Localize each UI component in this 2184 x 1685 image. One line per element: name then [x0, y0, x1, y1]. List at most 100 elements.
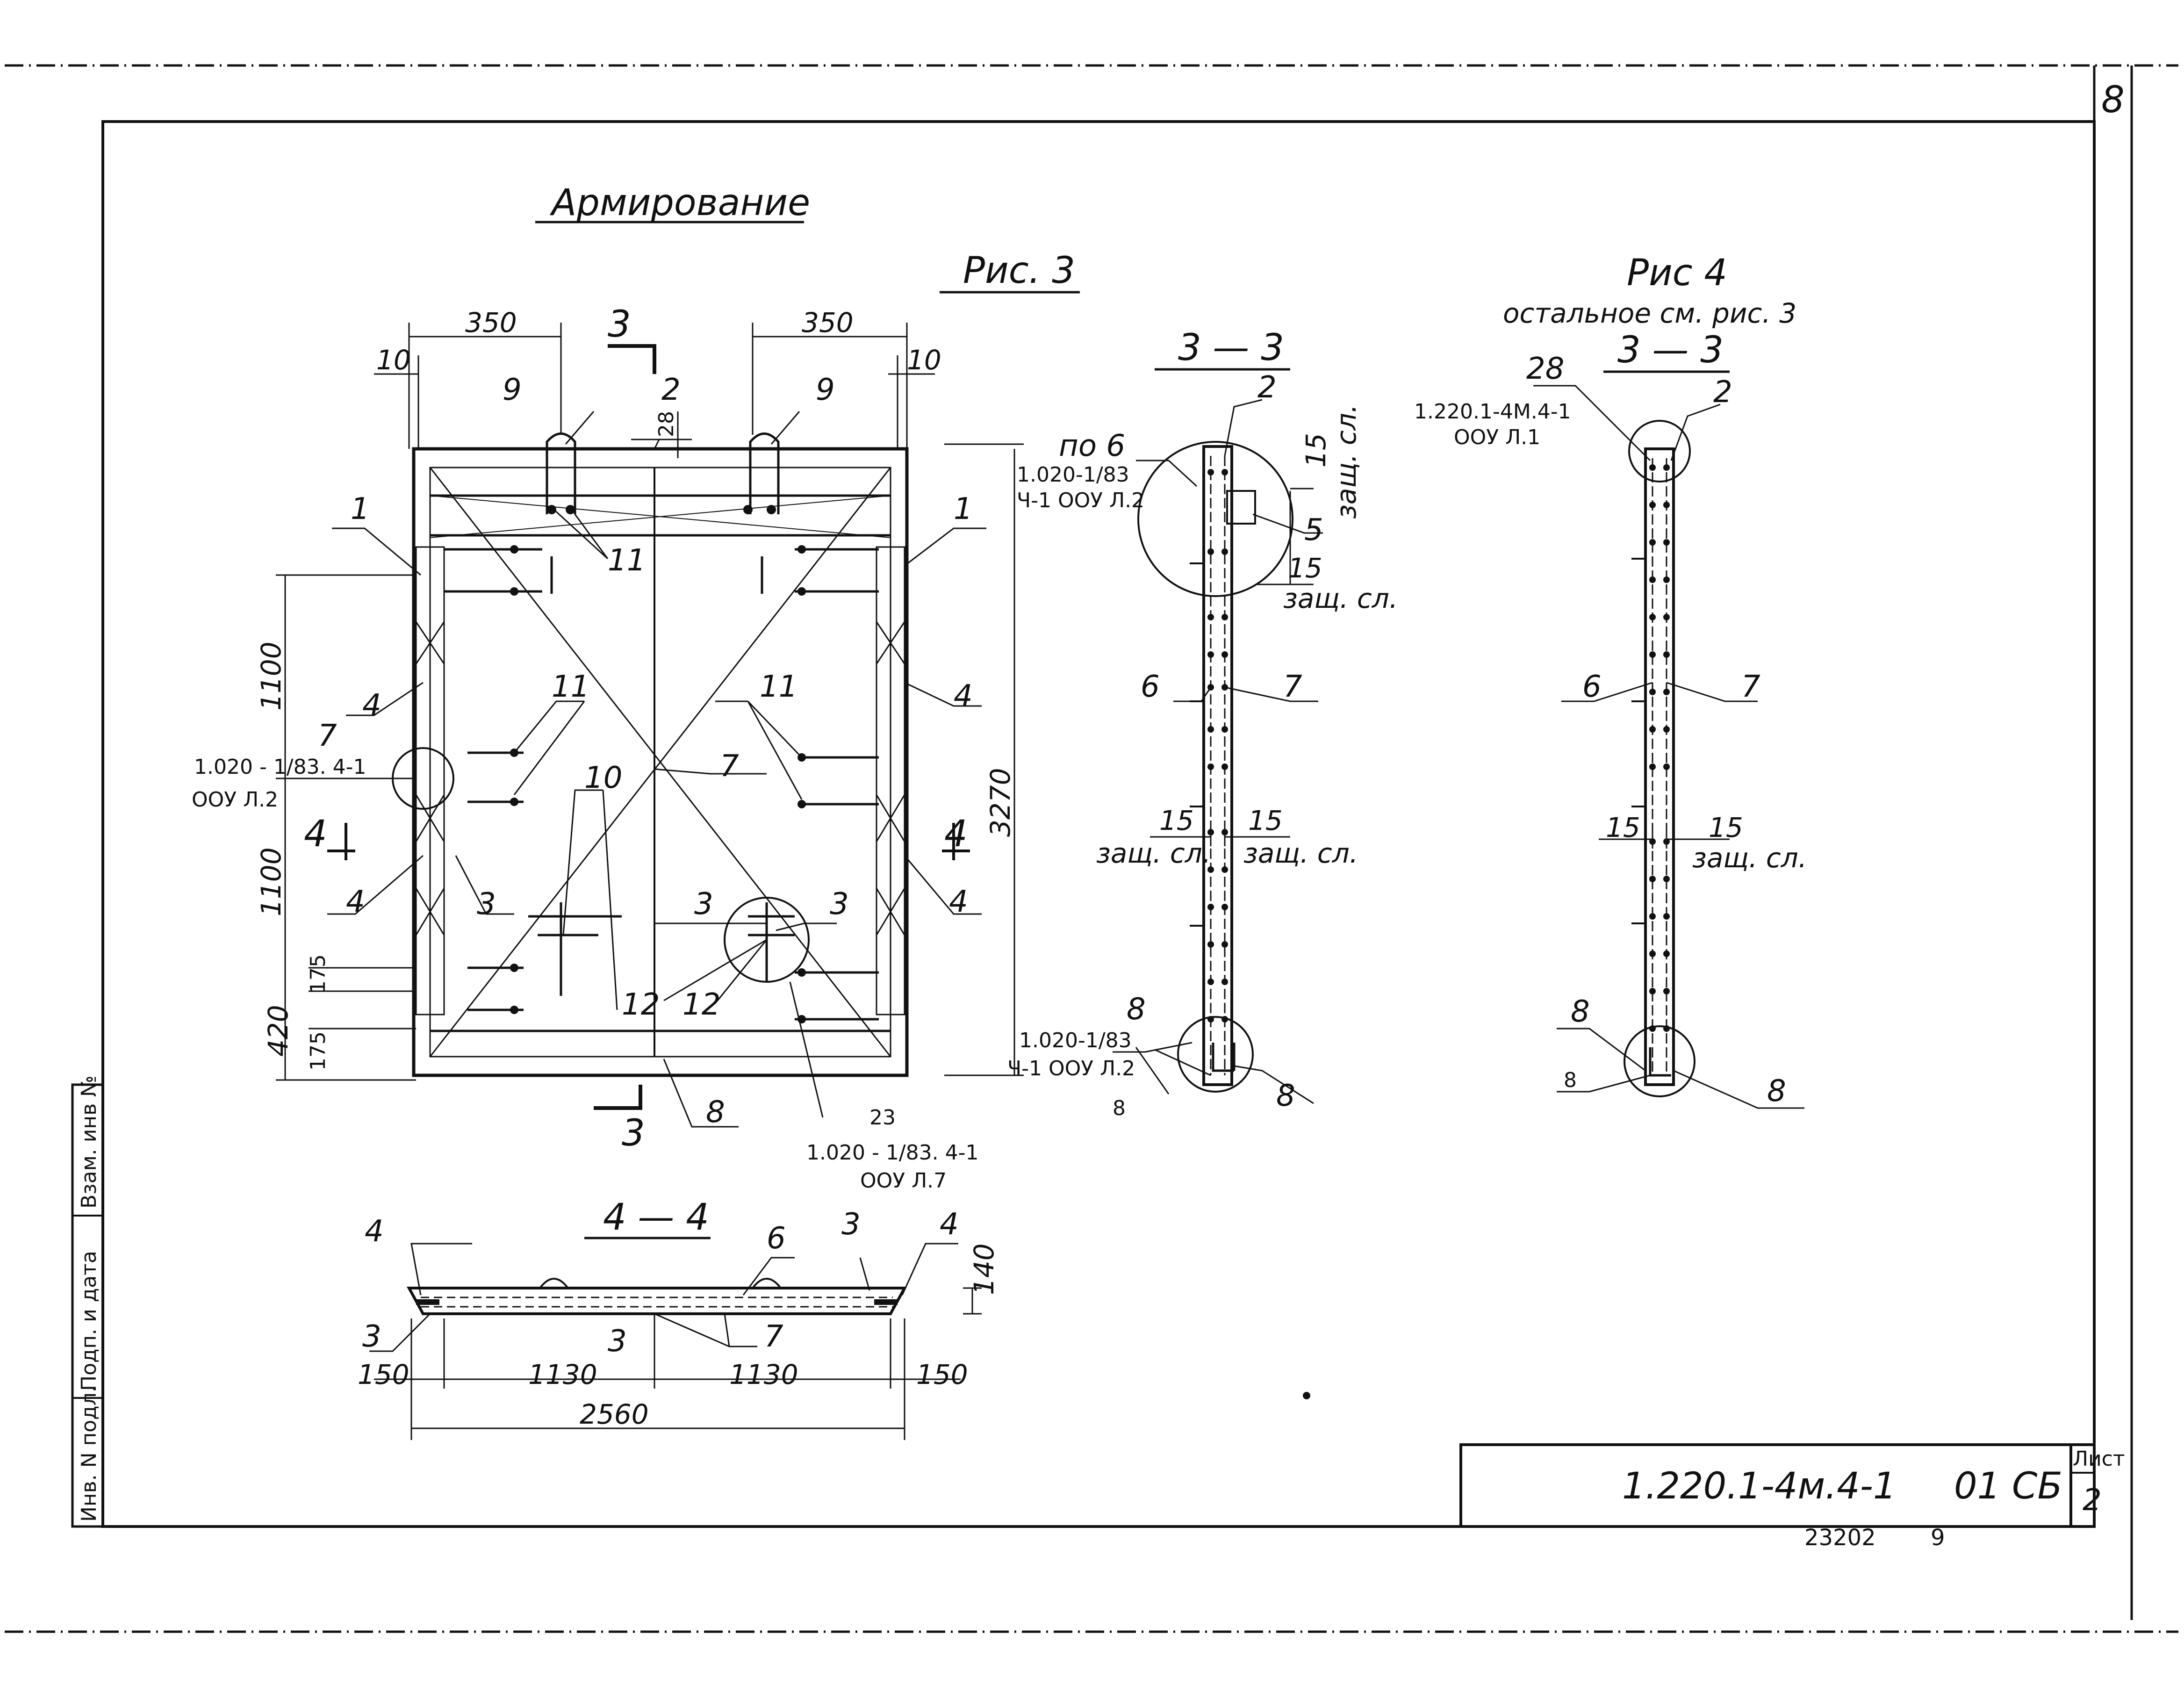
sec44-dim-150-right: 150 — [916, 1359, 968, 1390]
fig3-mark-2: 2 — [661, 373, 681, 407]
fig3-mark-3-c2: 3 — [830, 887, 849, 922]
sec33-dim-15-left: 15 — [1159, 805, 1194, 836]
fig3-mark-10: 10 — [584, 761, 622, 795]
corner-sheet-number: 8 — [2101, 79, 2125, 121]
side-stamp-inv-podl: Инв. N подл. — [77, 1386, 101, 1522]
fig3-mark-12-right: 12 — [682, 987, 720, 1022]
sec44-dim-2560: 2560 — [580, 1398, 649, 1430]
sheet-frame — [5, 64, 2178, 1633]
fig3-mark-4-c: 4 — [346, 885, 365, 919]
fig3-mark-9-left: 9 — [503, 373, 522, 407]
fig4-ref-a: 1.220.1-4М.4-1 — [1414, 400, 1571, 424]
fig3-ref-bottom-a: 1.020 - 1/83. 4-1 — [806, 1141, 978, 1165]
fig4-mark-2: 2 — [1713, 375, 1732, 410]
fig3-dim-420: 420 — [262, 1005, 294, 1057]
sec33-dim-15-mid: 15 — [1288, 552, 1322, 584]
fig4-ref-b: ООУ Л.1 — [1454, 425, 1540, 449]
sec33-cover-left: защ. сл. — [1096, 837, 1211, 869]
fig3-ref-bottom-b: ООУ Л.7 — [860, 1169, 947, 1193]
side-stamp-vzam-inv: Взам. инв № — [77, 1075, 101, 1209]
sec33-dim-15-right: 15 — [1248, 805, 1283, 836]
fig3-mark-7-center: 7 — [720, 749, 739, 784]
sheet-title: Армирование — [549, 182, 810, 224]
fig3-ref-left-a: 1.020 - 1/83. 4-1 — [194, 755, 366, 779]
fig3-mark-1-right: 1 — [954, 492, 973, 526]
fig3-mark-4-b: 4 — [954, 679, 973, 713]
title-block-doc: 01 СБ — [1954, 1465, 2062, 1507]
sec33-drawing — [1113, 399, 1323, 1104]
fig3-mark-8: 8 — [706, 1095, 725, 1130]
fig4-mark-7: 7 — [1741, 670, 1760, 704]
fig3-mark-4-a: 4 — [362, 688, 381, 723]
fig4-section-caption: 3 — 3 — [1617, 329, 1724, 371]
fig4-drawing — [1533, 385, 1804, 1109]
sec44-mark-3-left: 3 — [362, 1319, 381, 1354]
sec44-mark-7: 7 — [764, 1319, 783, 1354]
fig3-dim-28: 28 — [654, 411, 678, 437]
sec33-mark-2: 2 — [1257, 370, 1277, 405]
archive-suffix: 9 — [1931, 1525, 1945, 1551]
sec44-dim-150-left: 150 — [358, 1359, 410, 1390]
fig3-section-3-top: 3 — [608, 303, 631, 346]
sec33-mark-8-left: 8 — [1113, 1096, 1126, 1120]
fig4-dim-15-right: 15 — [1709, 812, 1743, 843]
sec33-caption: 3 — 3 — [1178, 327, 1284, 369]
fig3-mark-7-left: 7 — [318, 719, 337, 753]
fig4-mark-8-c: 8 — [1767, 1074, 1786, 1109]
sec44-drawing — [369, 1243, 982, 1440]
sec44-dim-1130-right: 1130 — [729, 1359, 798, 1390]
fig3-mark-4-d: 4 — [949, 885, 968, 919]
fig3-dim-h2: 1100 — [255, 847, 287, 916]
sec33-texts: 3 — 3 2 15 защ. сл. по 6 1.020-1/83 Ч-1 … — [1007, 327, 1398, 1120]
sec33-mark-6: 6 — [1141, 670, 1160, 704]
title-block — [1459, 1443, 2096, 1528]
fig3-mark-11-top: 11 — [608, 543, 646, 578]
sec33-dim-15-top: 15 — [1300, 433, 1332, 468]
fig4-cover-right: защ. сл. — [1692, 842, 1807, 874]
title-block-sheet-label: Лист — [2073, 1447, 2125, 1471]
sec33-mark-5: 5 — [1304, 513, 1323, 547]
fig3-mark-9-right: 9 — [816, 373, 835, 407]
sec44-mark-6: 6 — [767, 1221, 786, 1256]
sec33-mark-8-right: 8 — [1276, 1079, 1295, 1113]
fig3-dim-h-total: 3270 — [984, 768, 1016, 837]
side-stamp-podp-data: Подп. и дата — [77, 1251, 101, 1391]
fig3-section-4-left: 4 — [304, 813, 327, 855]
fig4-mark-8-a: 8 — [1571, 994, 1590, 1029]
sec44-mark-3-top: 3 — [841, 1207, 861, 1242]
fig3-dim-175b: 175 — [306, 1031, 330, 1071]
fig3-mark-11-right: 11 — [760, 670, 797, 704]
fig4-mark-6: 6 — [1582, 670, 1602, 704]
fig3-dim-edge-right: 10 — [907, 344, 941, 376]
fig3-dim-175a: 175 — [306, 954, 330, 994]
fig3-dim-w-right: 350 — [802, 307, 854, 338]
fig4-caption: Рис 4 — [1627, 252, 1727, 294]
title-block-designation: 1.220.1-4м.4-1 — [1622, 1465, 1897, 1507]
sec33-ref-bot-b: Ч-1 ООУ Л.2 — [1007, 1057, 1135, 1080]
fig4-texts: Рис 4 остальное см. рис. 3 3 — 3 28 2 1.… — [1414, 252, 1807, 1109]
fig4-dim-15-left: 15 — [1606, 812, 1640, 843]
sec33-ref-po6: по 6 — [1059, 429, 1125, 463]
sec33-ref-top-b: Ч-1 ООУ Л.2 — [1017, 489, 1144, 512]
sec44-dim-140: 140 — [968, 1243, 1000, 1295]
sec44-mark-4-left: 4 — [365, 1214, 384, 1249]
fig3-ref-left-b: ООУ Л.2 — [192, 788, 278, 812]
sec33-cover-right: защ. сл. — [1243, 837, 1358, 869]
sec33-mark-7: 7 — [1283, 670, 1302, 704]
fig3-mark-1-left: 1 — [351, 492, 370, 526]
fig3-mark-11-left: 11 — [552, 670, 589, 704]
sec44-caption: 4 — 4 — [603, 1196, 709, 1239]
fig3-section-4-right: 4 — [944, 813, 968, 855]
sec33-ref-bot-a: 1.020-1/83 — [1019, 1029, 1132, 1052]
sec33-mark-8-top: 8 — [1127, 992, 1146, 1027]
fig3-caption: Рис. 3 — [963, 250, 1075, 292]
sec33-ref-top-a: 1.020-1/83 — [1017, 463, 1129, 487]
fig4-mark-8-b: 8 — [1564, 1068, 1577, 1092]
fig3-mark-12-left: 12 — [622, 987, 660, 1022]
fig3-texts: Рис. 3 350 350 10 10 28 1100 1100 3270 1… — [192, 250, 1080, 1193]
ink-speck — [1303, 1392, 1310, 1399]
fig3-dimension-lines — [276, 323, 1024, 1081]
fig3-dim-w-left: 350 — [465, 307, 517, 338]
title-block-sheet-no: 2 — [2083, 1483, 2102, 1518]
